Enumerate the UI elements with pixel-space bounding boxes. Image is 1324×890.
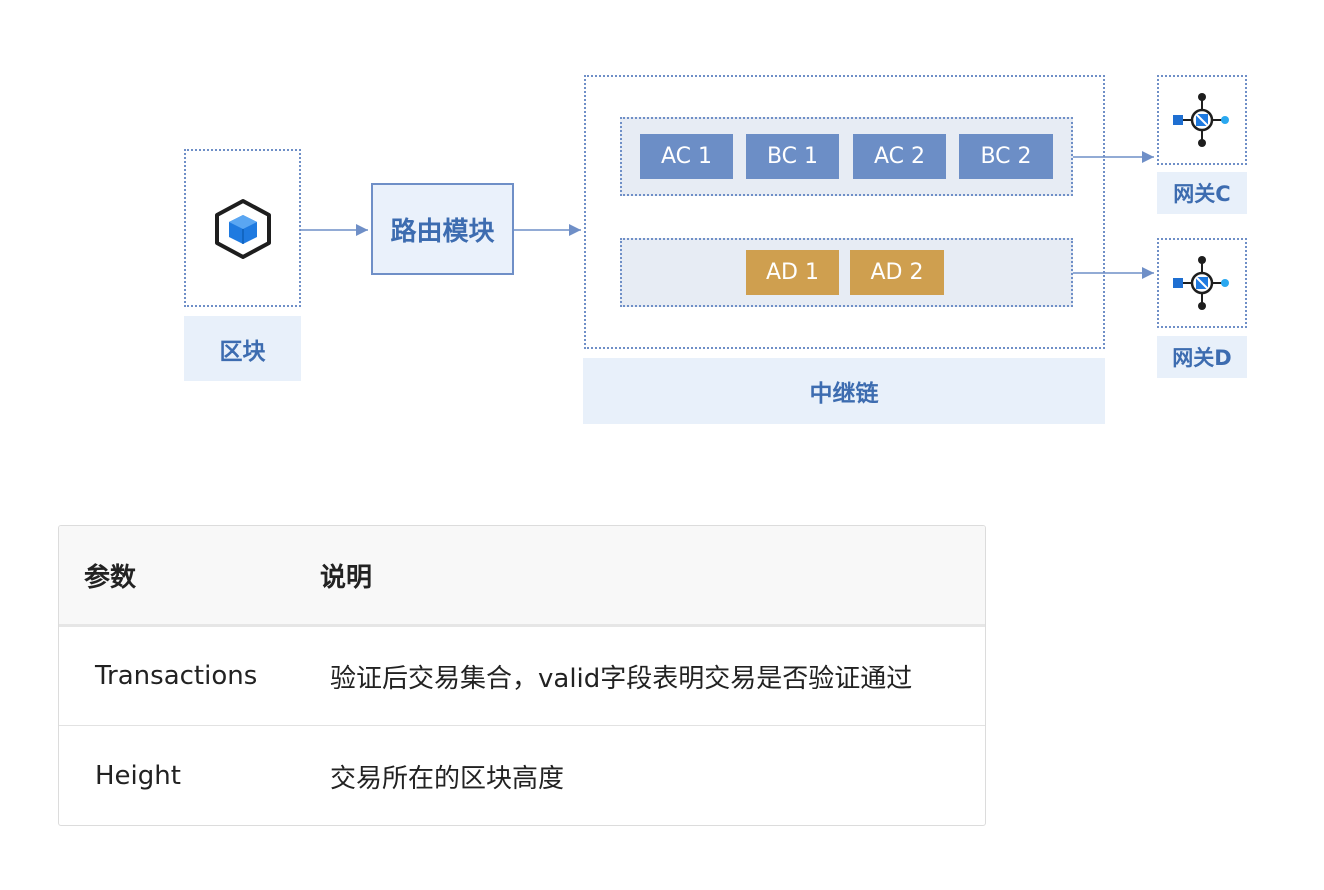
- block-caption: 区块: [184, 316, 301, 381]
- relay-chip-ad1: AD 1: [746, 250, 839, 295]
- gateway-c-node: [1157, 75, 1247, 165]
- relay-lane-2: [620, 238, 1073, 307]
- table-header-description: 说明: [320, 562, 373, 593]
- relay-chip-ad2: AD 2: [850, 250, 944, 295]
- parameter-table: 参数 说明 Transactions 验证后交易集合，valid字段表明交易是否…: [58, 525, 986, 826]
- relay-chip-bc2: BC 2: [959, 134, 1053, 179]
- relay-chip-ac1: AC 1: [640, 134, 733, 179]
- table-header-row: 参数 说明: [59, 526, 985, 627]
- gateway-d-node: [1157, 238, 1247, 328]
- table-cell-description: 交易所在的区块高度: [330, 763, 565, 794]
- gateway-d-caption: 网关D: [1157, 336, 1247, 378]
- relay-chip-bc1: BC 1: [746, 134, 839, 179]
- table-cell-param: Height: [95, 761, 181, 791]
- gateway-node-icon: [1173, 256, 1229, 310]
- gateway-node-icon: [1173, 93, 1229, 147]
- table-row: Transactions 验证后交易集合，valid字段表明交易是否验证通过: [59, 627, 985, 726]
- block-node: [184, 149, 301, 307]
- gateway-c-caption: 网关C: [1157, 172, 1247, 214]
- table-cell-param: Transactions: [95, 661, 258, 691]
- relay-chain-caption: 中继链: [583, 358, 1105, 424]
- table-header-param: 参数: [84, 562, 137, 593]
- router-module: 路由模块: [371, 183, 514, 275]
- relay-chain-container: [584, 75, 1105, 349]
- relay-chip-ac2: AC 2: [853, 134, 946, 179]
- cube-icon: [215, 199, 271, 259]
- table-cell-description: 验证后交易集合，valid字段表明交易是否验证通过: [330, 663, 913, 694]
- table-row: Height 交易所在的区块高度: [59, 726, 985, 825]
